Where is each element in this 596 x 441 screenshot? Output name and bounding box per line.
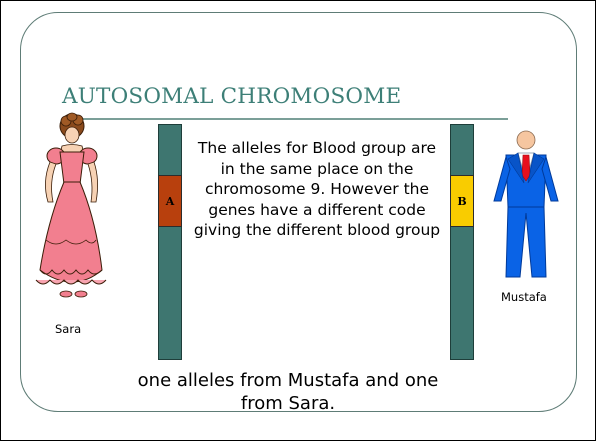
allele-band-a: A <box>158 175 182 227</box>
allele-band-b: B <box>450 175 474 227</box>
sara-label: Sara <box>55 322 81 336</box>
man-in-suit-icon <box>484 129 568 284</box>
chromosome-right: B <box>450 124 474 360</box>
woman-in-dress-icon <box>26 110 120 300</box>
description-text: The alleles for Blood group are in the s… <box>190 138 444 241</box>
mustafa-label: Mustafa <box>501 290 547 304</box>
title-underline <box>62 118 508 120</box>
slide-title: AUTOSOMAL CHROMOSOME <box>62 84 401 109</box>
chromosome-left: A <box>158 124 182 360</box>
footer-text: one alleles from Mustafa and one from Sa… <box>118 369 458 415</box>
